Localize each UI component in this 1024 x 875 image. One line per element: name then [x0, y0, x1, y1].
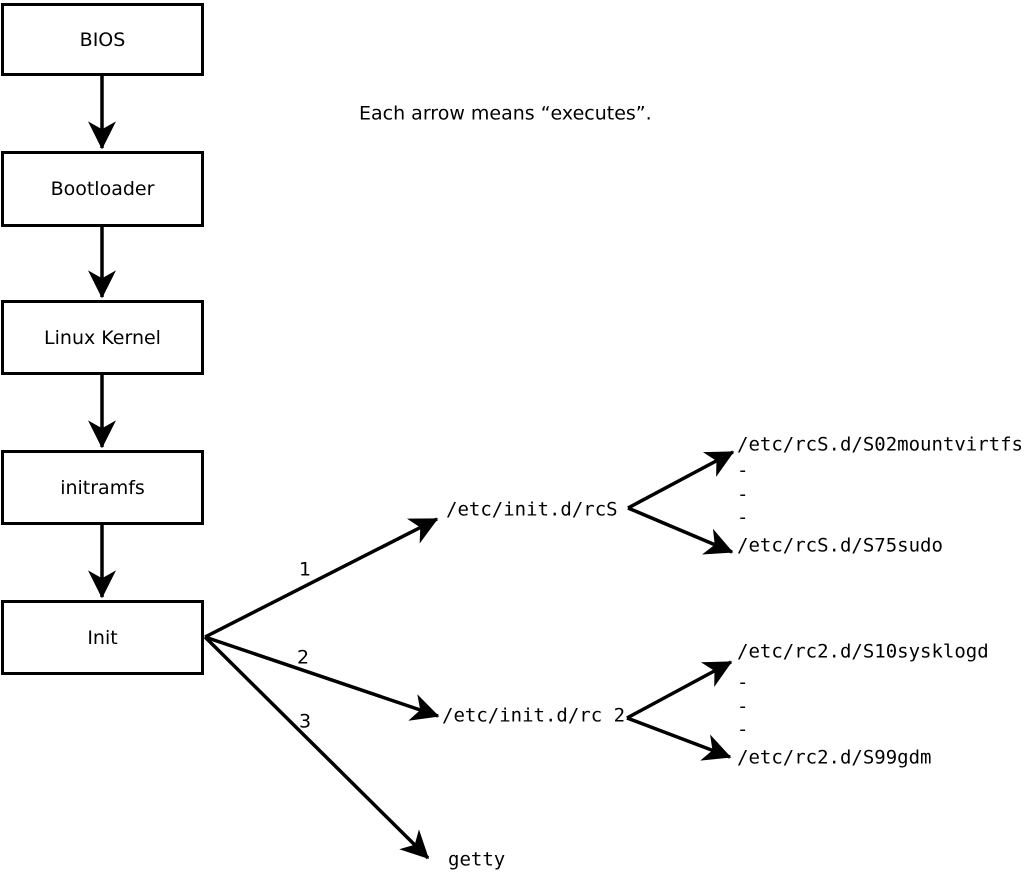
node-initramfs: initramfs: [1, 450, 204, 525]
arrow-rcs-to-s02mountvirtfs: [627, 450, 735, 510]
arrow-rc2-to-s99gdm: [626, 716, 732, 761]
label-rc2-ellipsis-dash: -: [737, 695, 749, 718]
arrow-number-2: 2: [296, 646, 310, 669]
node-linux-kernel: Linux Kernel: [1, 300, 204, 375]
node-linux-kernel-label: Linux Kernel: [44, 326, 161, 349]
label-rcs-d-s75sudo: /etc/rcS.d/S75sudo: [737, 534, 943, 557]
arrow-rcs-to-s75sudo: [627, 506, 734, 555]
label-rc2-ellipsis-dash: -: [737, 671, 749, 694]
arrow-number-1: 1: [298, 558, 312, 581]
label-init-d-rcs: /etc/init.d/rcS: [446, 498, 618, 521]
node-initramfs-label: initramfs: [60, 476, 145, 499]
arrow-rc2-to-s10sysklogd: [626, 660, 733, 720]
label-rc2-d-s99gdm: /etc/rc2.d/S99gdm: [737, 746, 932, 769]
node-init: Init: [1, 600, 204, 675]
label-rcs-ellipsis-dash: -: [737, 483, 749, 506]
label-init-d-rc2: /etc/init.d/rc 2: [442, 704, 626, 727]
arrow-init-to-rc2: [204, 635, 440, 721]
label-rc2-ellipsis-dash: -: [737, 718, 749, 741]
node-bootloader: Bootloader: [1, 151, 204, 227]
node-bios-label: BIOS: [79, 28, 126, 51]
label-rcs-ellipsis-dash: -: [737, 459, 749, 482]
label-rc2-d-s10sysklogd: /etc/rc2.d/S10sysklogd: [737, 640, 989, 663]
node-bootloader-label: Bootloader: [50, 178, 155, 200]
legend-note: Each arrow means “executes”.: [359, 102, 652, 125]
arrow-number-3: 3: [298, 710, 312, 733]
label-rcs-ellipsis-dash: -: [737, 506, 749, 529]
node-bios: BIOS: [1, 3, 204, 76]
label-rcs-d-s02mountvirtfs: /etc/rcS.d/S02mountvirtfs: [737, 433, 1023, 456]
arrow-init-to-rcs: [204, 517, 439, 639]
node-init-label: Init: [87, 626, 118, 649]
arrow-init-to-getty: [203, 635, 430, 860]
label-getty: getty: [448, 848, 506, 871]
